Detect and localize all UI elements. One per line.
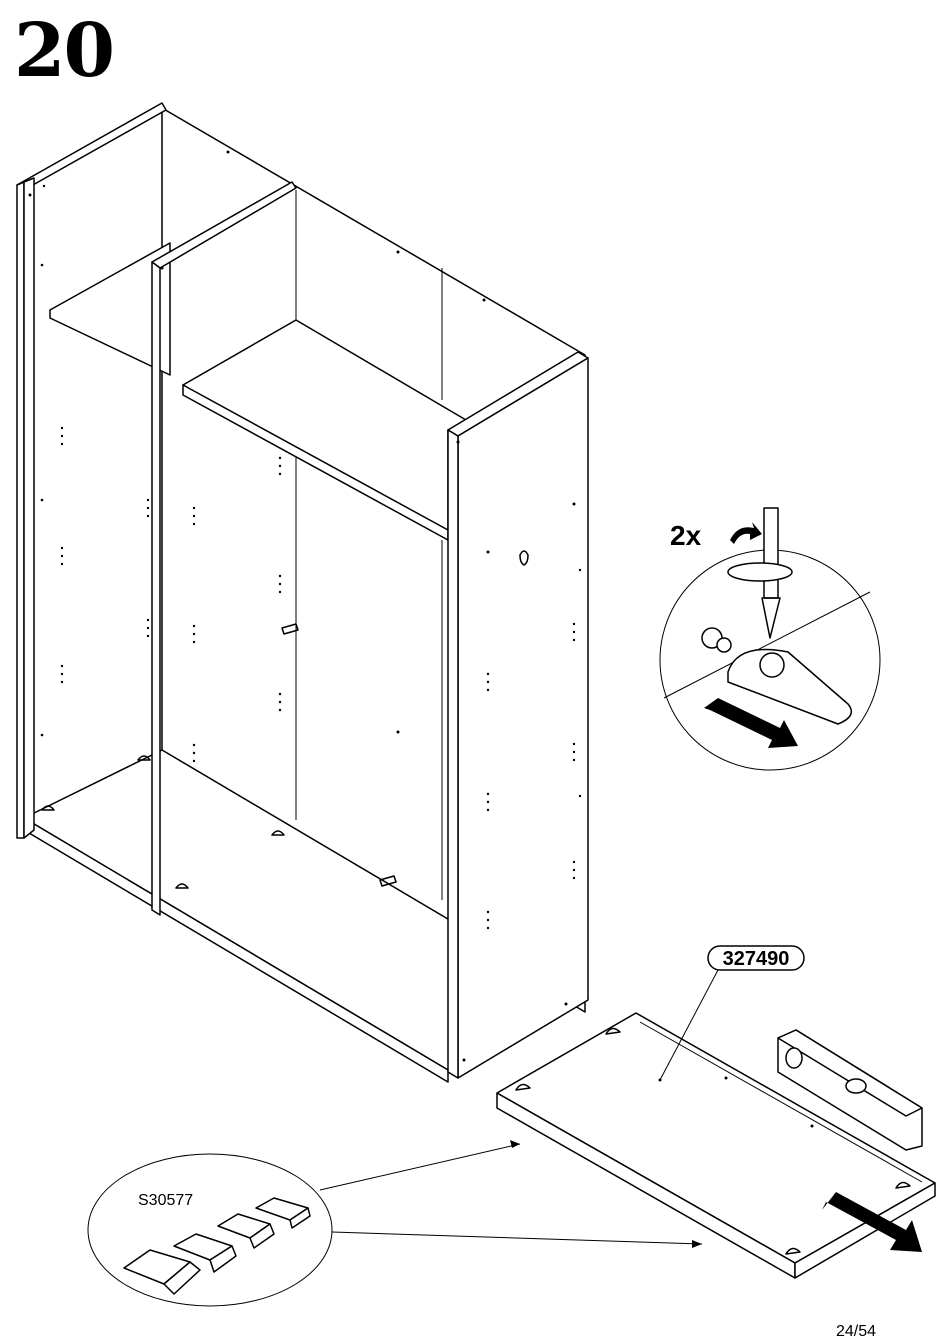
part-code-label: 327490	[723, 948, 790, 970]
rotation-ring	[728, 563, 792, 581]
page-number: 24/54	[836, 1324, 876, 1340]
glides-leader-line-1	[320, 1144, 520, 1190]
right-side-front-edge	[448, 430, 458, 1078]
glides-leader-line-2	[332, 1232, 702, 1244]
left-side-panel	[24, 178, 34, 838]
middle-divider-panel	[152, 262, 160, 915]
top-edge-left	[17, 103, 166, 190]
glides-code-label: S30577	[138, 1192, 193, 1209]
screwdriver-shaft	[764, 508, 778, 598]
wardrobe-carcass	[17, 103, 588, 1082]
glides-detail-ellipse	[88, 1154, 332, 1306]
rotate-arrow-icon	[730, 522, 762, 544]
right-side-panel	[458, 358, 588, 1078]
left-side-edge	[17, 182, 24, 838]
bottom-panel	[497, 1013, 935, 1278]
quantity-label: 2x	[670, 520, 702, 551]
